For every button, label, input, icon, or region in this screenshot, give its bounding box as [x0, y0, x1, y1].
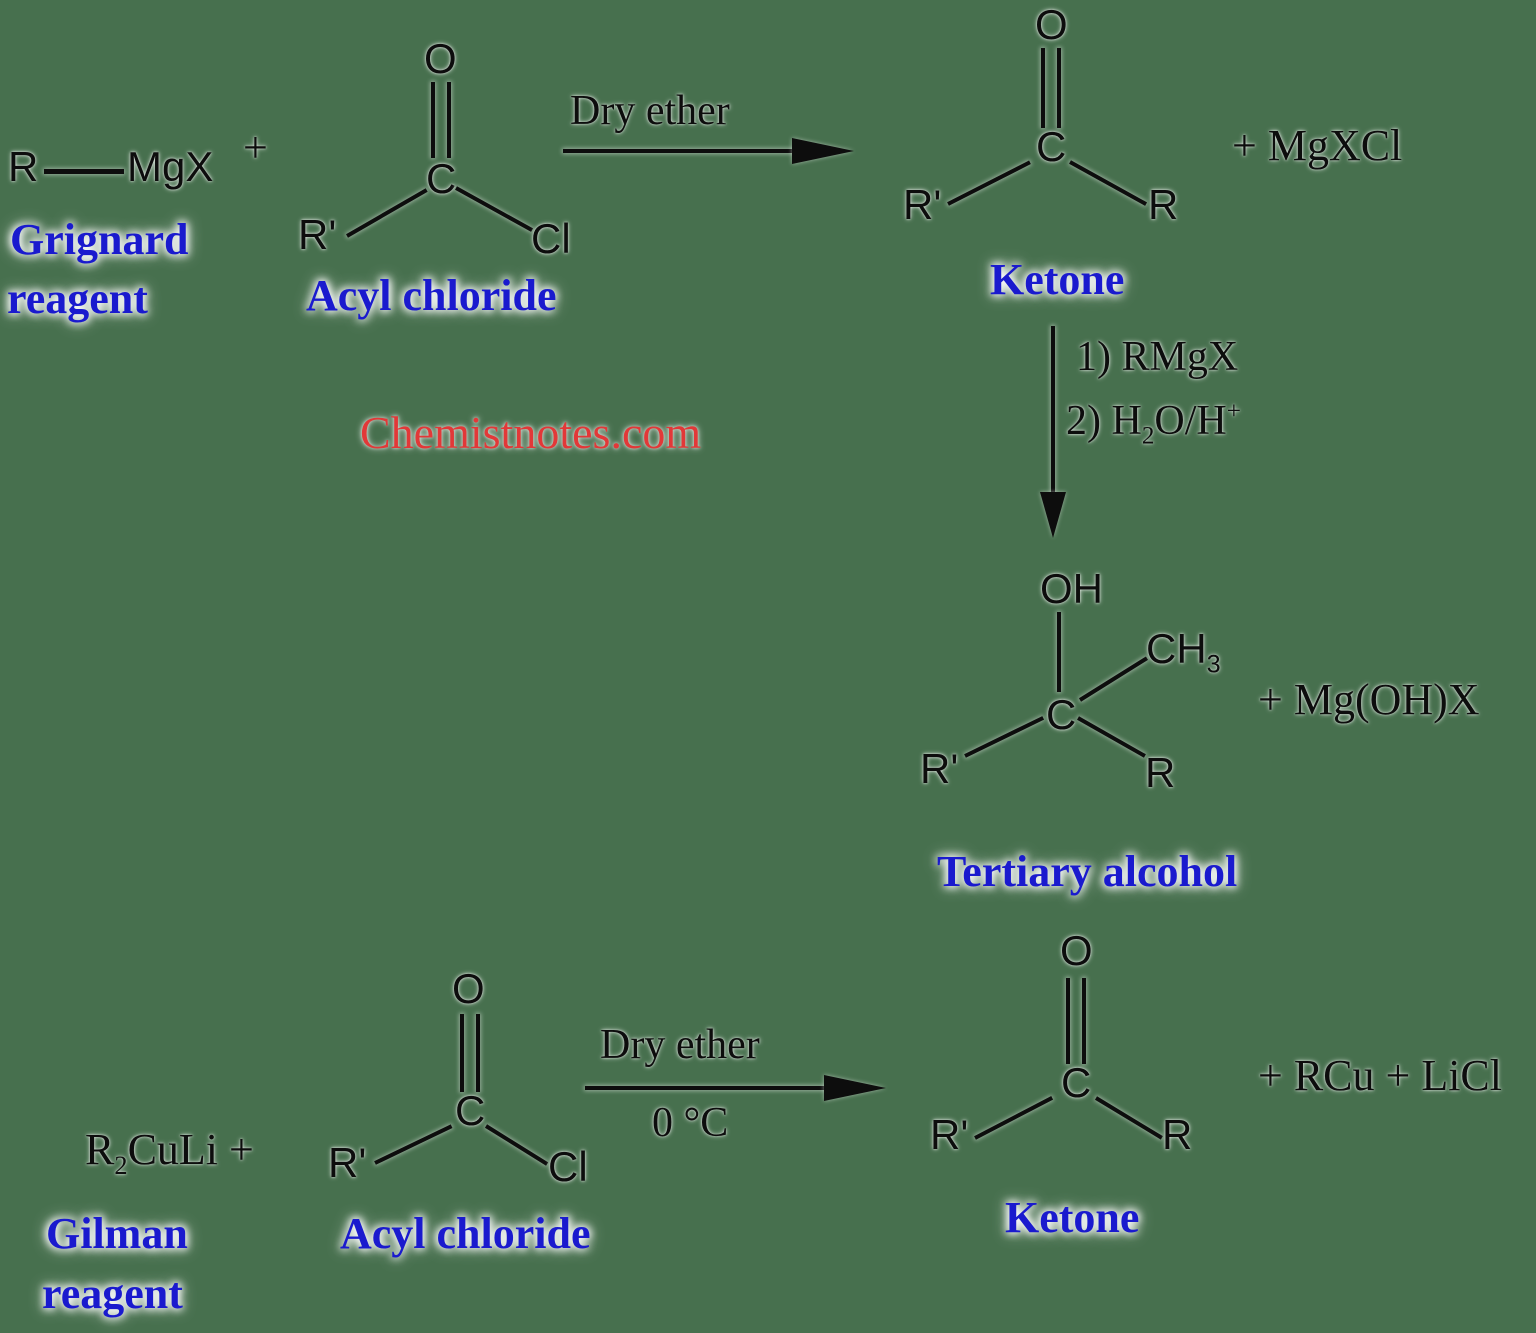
arrow2-shaft [1051, 326, 1055, 494]
talc-bond-c-oh [1057, 612, 1061, 692]
grignard-r-mgx-bond [44, 169, 124, 174]
ketone1-atom-c: C [1036, 123, 1067, 170]
acyl2-bond-c-rprime [374, 1124, 453, 1165]
acyl2-atom-cl: Cl [548, 1143, 588, 1190]
acyl1-atom-cl: Cl [531, 215, 571, 262]
step2-sub: 2 [1141, 422, 1155, 450]
arrow3-condition-top: Dry ether [600, 1022, 760, 1068]
talc-bond-c-ch3 [1078, 656, 1149, 702]
ch3-main: CH [1146, 625, 1207, 672]
ketone-label-1: Ketone [990, 255, 1125, 304]
arrow3-condition-bottom: 0 °C [652, 1100, 729, 1146]
watermark-text: Chemistnotes.com [360, 407, 702, 458]
ch3-sub: 3 [1206, 650, 1221, 679]
acyl1-bond-c-cl [455, 186, 534, 232]
ketone1-atom-o: O [1035, 1, 1068, 48]
ketone2-atom-o: O [1060, 927, 1093, 974]
ketone1-bond-c-rprime [947, 160, 1031, 206]
plus-sign-1: + [243, 123, 268, 172]
acyl1-atom-o: O [424, 35, 457, 82]
byproduct-2: + Mg(OH)X [1258, 675, 1480, 724]
gilman-formula: R2CuLi + [85, 1125, 254, 1178]
ketone1-double-bond-line1 [1041, 48, 1045, 128]
ketone2-double-bond-line2 [1082, 978, 1086, 1064]
acyl2-atom-rprime: R' [328, 1139, 367, 1186]
arrow2-head-icon [1040, 492, 1066, 538]
ketone2-atom-c: C [1061, 1059, 1092, 1106]
ketone2-atom-rprime: R' [930, 1111, 969, 1158]
grignard-label-line1: Grignard [10, 215, 189, 264]
acyl1-atom-c: C [426, 155, 457, 202]
arrow1-head-icon [792, 138, 854, 164]
ketone2-atom-r: R [1162, 1111, 1193, 1158]
step2-mid: O/H [1154, 398, 1227, 444]
step2-sup: + [1226, 398, 1241, 425]
ketone1-bond-c-r [1069, 160, 1148, 206]
acyl1-double-bond-line2 [447, 82, 451, 158]
gilman-label-line2: reagent [42, 1269, 183, 1318]
step2-pre: 2) H [1066, 398, 1142, 444]
ketone-label-2: Ketone [1005, 1193, 1140, 1242]
arrow3-head-icon [824, 1075, 886, 1101]
talc-atom-c: C [1046, 691, 1077, 738]
arrow3-shaft [585, 1086, 825, 1090]
ketone2-double-bond-line1 [1066, 978, 1070, 1064]
acyl1-atom-rprime: R' [298, 211, 337, 258]
gilman-label-line1: Gilman [46, 1209, 188, 1258]
arrow2-condition-step2: 2) H2O/H+ [1066, 398, 1241, 449]
arrow2-condition-step1: 1) RMgX [1076, 334, 1239, 380]
plus-sign-2: + [218, 1125, 254, 1174]
gilman-r: R [85, 1125, 115, 1174]
acyl1-bond-c-rprime [346, 188, 428, 238]
grignard-label-line2: reagent [7, 274, 148, 323]
talc-atom-r: R [1145, 749, 1176, 796]
grignard-atom-r: R [8, 143, 39, 190]
talc-bond-c-rprime [964, 716, 1045, 758]
acyl2-double-bond-line2 [476, 1014, 480, 1092]
tertiary-alcohol-label: Tertiary alcohol [937, 847, 1238, 896]
acyl-chloride-label-2: Acyl chloride [340, 1209, 591, 1258]
arrow1-shaft [563, 149, 795, 153]
talc-atom-rprime: R' [920, 745, 959, 792]
ketone2-bond-c-rprime [974, 1096, 1054, 1140]
gilman-culi: CuLi [127, 1125, 219, 1174]
ketone1-atom-rprime: R' [903, 181, 942, 228]
talc-group-ch3: CH3 [1146, 625, 1221, 677]
acyl2-double-bond-line1 [460, 1014, 464, 1092]
gilman-sub: 2 [114, 1149, 128, 1180]
acyl2-atom-c: C [455, 1087, 486, 1134]
acyl2-atom-o: O [452, 965, 485, 1012]
ketone1-atom-r: R [1148, 181, 1179, 228]
talc-group-oh: OH [1040, 565, 1103, 612]
ketone2-bond-c-r [1094, 1096, 1163, 1140]
grignard-atom-mgx: MgX [127, 143, 214, 190]
byproduct-1: + MgXCl [1232, 121, 1403, 170]
talc-bond-c-r [1077, 716, 1146, 758]
ketone1-double-bond-line2 [1057, 48, 1061, 128]
acyl2-bond-c-cl [484, 1124, 549, 1166]
acyl1-double-bond-line1 [431, 82, 435, 158]
byproduct-3: + RCu + LiCl [1258, 1051, 1502, 1100]
acyl-chloride-label-1: Acyl chloride [306, 271, 557, 320]
arrow1-condition-label: Dry ether [570, 88, 730, 134]
